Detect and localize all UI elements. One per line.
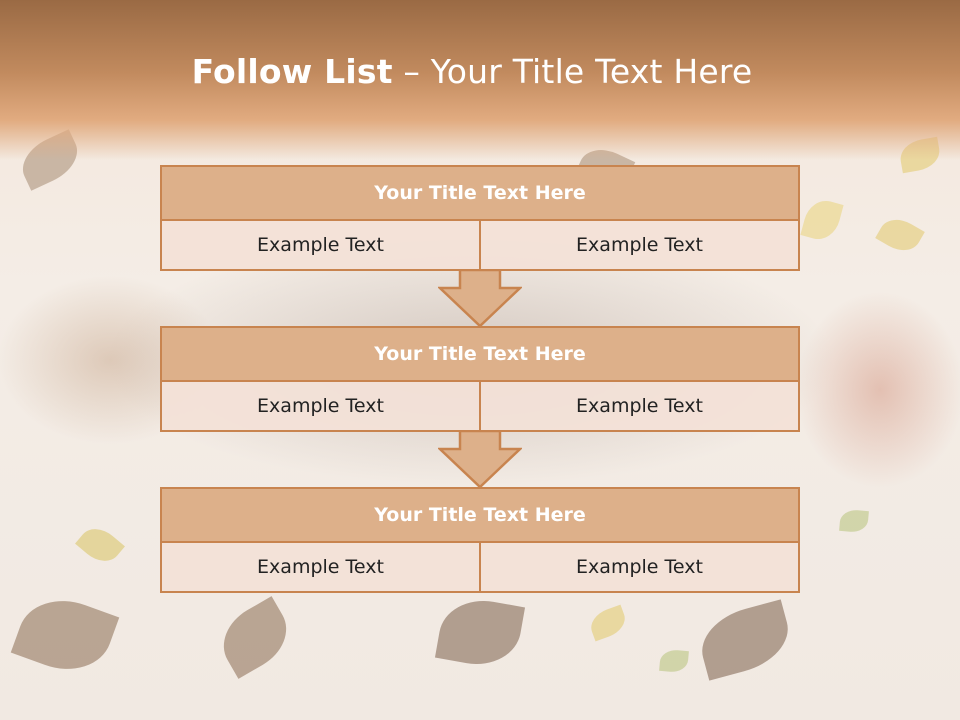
down-arrow-icon (438, 270, 522, 328)
slide-title: Follow List – Your Title Text Here (0, 52, 944, 91)
title-bold: Follow List (191, 52, 393, 91)
down-arrow-icon (438, 431, 522, 489)
block-cell-right: Example Text (479, 543, 798, 591)
block-row: Example Text Example Text (160, 543, 800, 593)
block-cell-right: Example Text (479, 382, 798, 430)
title-band (0, 0, 960, 160)
block-row: Example Text Example Text (160, 221, 800, 271)
block-heading: Your Title Text Here (160, 165, 800, 221)
block-cell-left: Example Text (162, 221, 479, 269)
block-row: Example Text Example Text (160, 382, 800, 432)
title-rest: – Your Title Text Here (403, 52, 753, 91)
list-block-2: Your Title Text Here Example Text Exampl… (160, 326, 800, 432)
list-block-3: Your Title Text Here Example Text Exampl… (160, 487, 800, 593)
block-cell-right: Example Text (479, 221, 798, 269)
block-heading: Your Title Text Here (160, 326, 800, 382)
block-cell-left: Example Text (162, 543, 479, 591)
list-block-1: Your Title Text Here Example Text Exampl… (160, 165, 800, 271)
block-heading: Your Title Text Here (160, 487, 800, 543)
block-cell-left: Example Text (162, 382, 479, 430)
